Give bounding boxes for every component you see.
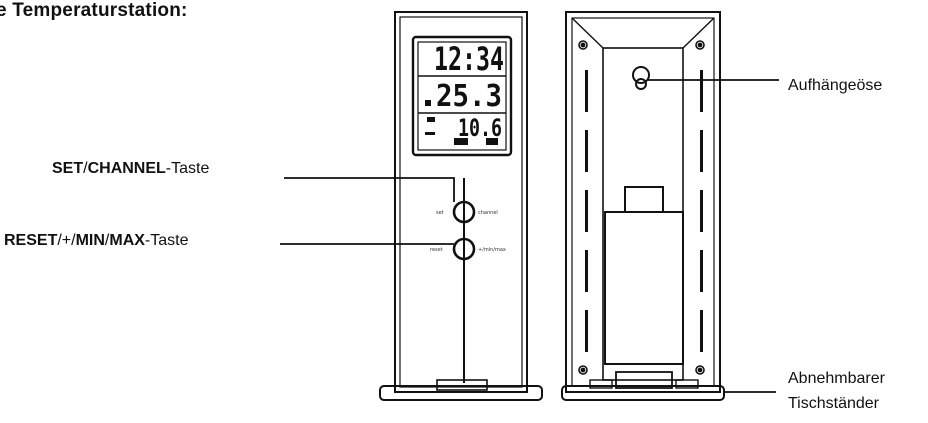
vent-slot (700, 190, 703, 232)
reset-caption: reset (430, 247, 443, 253)
vent-slot (585, 70, 588, 112)
reset-minmax-callout-label: RESET/+/MIN/MAX-Taste (4, 232, 189, 250)
channel-label: CHANNEL (87, 160, 166, 177)
back-diagonal (571, 17, 604, 49)
back-stand-foot (589, 379, 613, 389)
vent-slot (700, 310, 703, 352)
screw-icon (580, 42, 586, 48)
back-inner-panel (602, 47, 684, 381)
vent-slot (585, 310, 588, 352)
vent-slot (585, 190, 588, 232)
minmax-caption: +/min/max (478, 247, 506, 253)
screw-icon (697, 367, 703, 373)
back-view (561, 11, 725, 401)
lcd-indicator (425, 100, 431, 106)
screw-icon (578, 40, 588, 50)
stand-callout-label-line1: Abnehmbarer (788, 370, 885, 387)
hanging-hole-icon (632, 66, 650, 84)
lcd-indicator (427, 117, 435, 122)
lcd-frame (411, 35, 513, 157)
screw-icon (695, 40, 705, 50)
screw-icon (697, 42, 703, 48)
screw-icon (695, 365, 705, 375)
front-stand (379, 385, 543, 401)
min-label: MIN (75, 232, 105, 249)
hanging-hole-callout-label: Aufhängeöse (788, 77, 883, 94)
battery-lid-tab (624, 186, 664, 213)
lcd-indicator (486, 138, 498, 145)
screw-icon (580, 367, 586, 373)
vent-slot (585, 250, 588, 292)
back-stand-clip (615, 371, 673, 389)
vent-slot (585, 130, 588, 172)
right-leader-lines (648, 79, 779, 393)
lcd-indicator (425, 132, 435, 135)
front-stand-clip (436, 379, 488, 391)
max-label: MAX (109, 232, 145, 249)
front-view (379, 11, 543, 401)
back-housing-inner (571, 17, 715, 387)
back-housing (565, 11, 721, 393)
vent-slot (700, 250, 703, 292)
lcd-time: 12:34 (434, 40, 504, 78)
battery-compartment (604, 211, 684, 365)
vent-slot (700, 70, 703, 112)
channel-caption: channel (478, 210, 498, 216)
lcd-window (417, 41, 507, 151)
set-channel-leader (284, 177, 455, 202)
vent-slot (700, 130, 703, 172)
back-diagonal (682, 17, 715, 49)
set-channel-callout-label: SET/CHANNEL-Taste (52, 160, 209, 178)
set-label: SET (52, 160, 84, 177)
back-stand (561, 385, 725, 401)
lcd-temperature: 25.3 (436, 79, 502, 114)
reset-label: RESET (4, 232, 58, 249)
lcd-indicator (454, 138, 468, 145)
hanging-hole-icon (635, 78, 647, 90)
taste-suffix: -Taste (144, 232, 189, 249)
vent-slots (585, 70, 703, 352)
button-captions: set channel reset +/min/max (430, 210, 506, 253)
taste-suffix: -Taste (165, 160, 210, 177)
separator: / (83, 160, 88, 177)
separator: /+/ (57, 232, 76, 249)
front-housing (394, 11, 528, 393)
diagram-title: e Temperaturstation: (0, 0, 188, 21)
back-stand-foot (675, 379, 699, 389)
left-leader-lines (280, 177, 455, 245)
separator: / (104, 232, 110, 249)
set-caption: set (436, 210, 444, 216)
lcd-digits: 12:34 25.3 10.6 (434, 40, 504, 142)
screw-icon (578, 365, 588, 375)
lcd-humidity: 10.6 (458, 114, 502, 142)
stand-callout-label-line2: Tischständer (788, 395, 879, 412)
